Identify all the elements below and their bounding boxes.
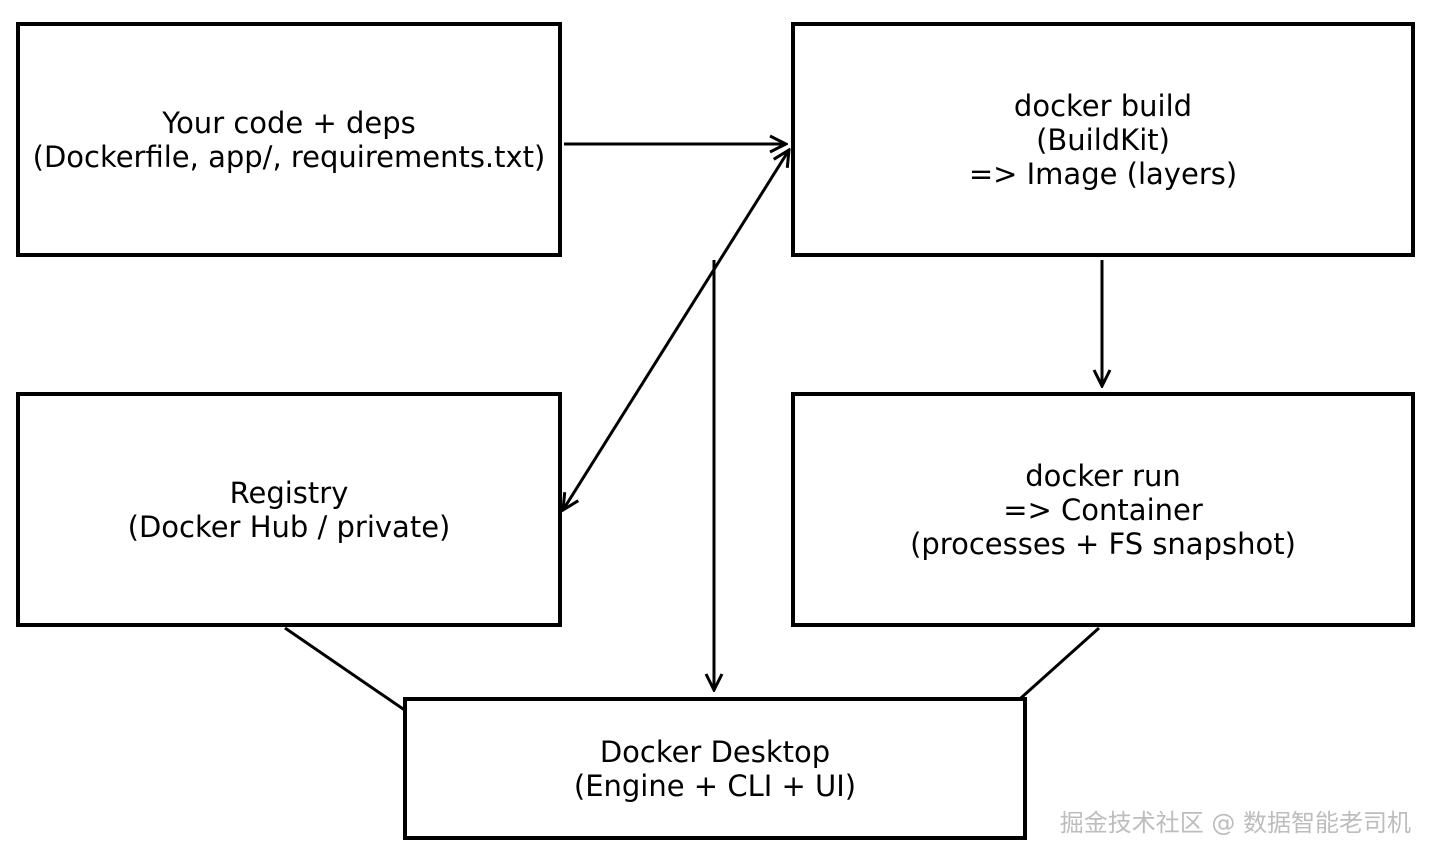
registry-box-line-1: Registry: [229, 475, 349, 510]
build-box-line-1: docker build: [1013, 88, 1193, 123]
run-box-line-1: docker run: [1025, 458, 1181, 493]
registry-box: Registry (Docker Hub / private): [16, 392, 562, 627]
build-box-line-3: => Image (layers): [968, 156, 1238, 191]
desktop-box: Docker Desktop (Engine + CLI + UI): [403, 697, 1027, 840]
build-box-line-2: (BuildKit): [1036, 122, 1170, 157]
code-box-line-1: Your code + deps: [162, 105, 416, 140]
run-box-line-2: => Container: [1003, 492, 1203, 527]
arrow-build-registry-bidirectional: [563, 150, 789, 510]
registry-box-line-2: (Docker Hub / private): [127, 509, 451, 544]
desktop-box-line-2: (Engine + CLI + UI): [573, 768, 857, 803]
run-box: docker run => Container (processes + FS …: [791, 392, 1415, 627]
run-box-line-3: (processes + FS snapshot): [910, 526, 1296, 561]
desktop-box-line-1: Docker Desktop: [599, 734, 831, 769]
build-box: docker build (BuildKit) => Image (layers…: [791, 22, 1415, 257]
code-box: Your code + deps (Dockerfile, app/, requ…: [16, 22, 562, 257]
code-box-line-2: (Dockerfile, app/, requirements.txt): [32, 139, 546, 174]
watermark: 掘金技术社区 @ 数据智能老司机: [1059, 809, 1411, 837]
